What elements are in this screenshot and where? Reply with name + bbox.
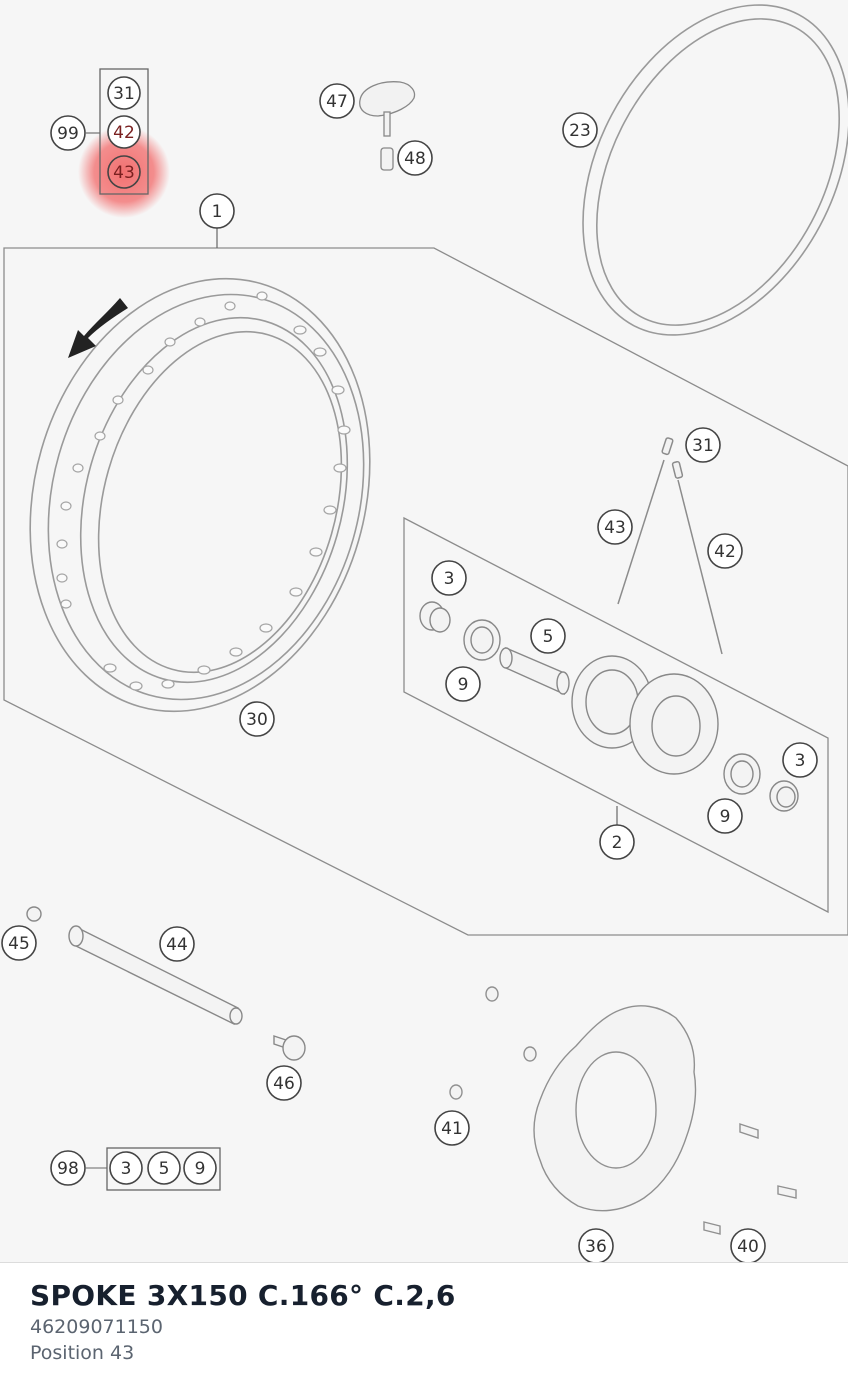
callout-45[interactable]: 45 <box>8 934 30 954</box>
rim-drawing <box>29 277 371 713</box>
highlight-marker <box>78 126 170 218</box>
callout-23[interactable]: 23 <box>569 121 591 141</box>
callout-44[interactable]: 44 <box>166 935 188 955</box>
callout-99[interactable]: 99 <box>57 124 79 144</box>
callout-3-left[interactable]: 3 <box>444 569 455 589</box>
callout-43-kit[interactable]: 43 <box>113 163 135 183</box>
callout-9-left[interactable]: 9 <box>458 675 469 695</box>
callout-3-right[interactable]: 3 <box>795 751 806 771</box>
callout-9-kit[interactable]: 9 <box>195 1159 206 1179</box>
callout-30[interactable]: 30 <box>246 710 268 730</box>
rotation-arrow-icon <box>68 298 128 358</box>
callout-98[interactable]: 98 <box>57 1159 79 1179</box>
rim-band-drawing <box>582 4 848 336</box>
callout-42-kit[interactable]: 42 <box>113 123 135 143</box>
callout-9-right[interactable]: 9 <box>720 807 731 827</box>
spokes-drawing <box>617 437 723 655</box>
part-position: Position 43 <box>30 1342 135 1364</box>
brake-disc-drawing <box>449 986 797 1235</box>
callout-2[interactable]: 2 <box>612 833 623 853</box>
hub-drawing <box>419 601 799 812</box>
callout-36[interactable]: 36 <box>585 1237 607 1257</box>
hub-assembly-outline <box>403 516 829 914</box>
valve-drawing <box>359 81 416 171</box>
callout-3-kit[interactable]: 3 <box>121 1159 132 1179</box>
callout-42[interactable]: 42 <box>714 542 736 562</box>
callout-41[interactable]: 41 <box>441 1119 463 1139</box>
callout-5-kit[interactable]: 5 <box>159 1159 170 1179</box>
callout-1[interactable]: 1 <box>212 202 223 222</box>
callout-43[interactable]: 43 <box>604 518 626 538</box>
wheel-assembly-outline <box>3 247 848 936</box>
callout-5[interactable]: 5 <box>543 627 554 647</box>
part-number: 46209071150 <box>30 1316 163 1338</box>
part-info-panel: SPOKE 3X150 C.166° C.2,6 46209071150 Pos… <box>30 1278 456 1366</box>
kit-98-box <box>106 1147 221 1191</box>
part-title: SPOKE 3X150 C.166° C.2,6 <box>30 1279 456 1312</box>
callout-47[interactable]: 47 <box>326 92 348 112</box>
callout-31[interactable]: 31 <box>692 436 714 456</box>
axle-drawing <box>26 906 306 1061</box>
callout-46[interactable]: 46 <box>273 1074 295 1094</box>
callout-31-kit[interactable]: 31 <box>113 84 135 104</box>
callout-40[interactable]: 40 <box>737 1237 759 1257</box>
kit-99-box <box>99 68 149 195</box>
divider <box>0 1262 848 1263</box>
callout-48[interactable]: 48 <box>404 149 426 169</box>
exploded-parts-diagram: 31 42 43 99 47 48 23 1 31 43 42 3 5 9 30… <box>1 4 848 1264</box>
